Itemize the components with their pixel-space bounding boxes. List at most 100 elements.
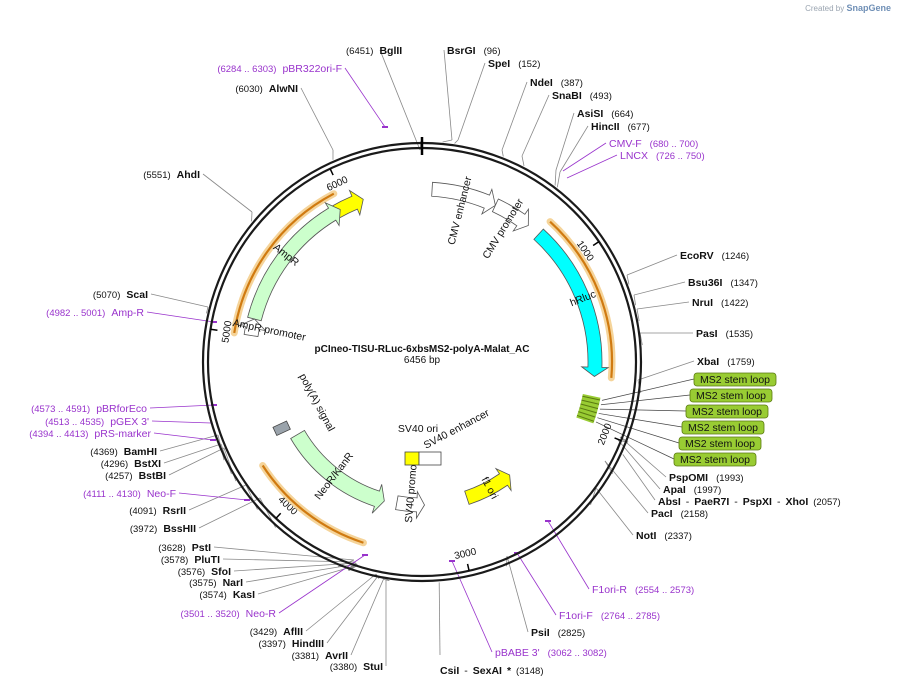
- ms2-glyph: [578, 405, 598, 416]
- enzyme-leader-ext: [604, 460, 649, 514]
- svg-text:MS2 stem loop: MS2 stem loop: [692, 406, 762, 418]
- enzyme-leader-ext: [326, 575, 379, 644]
- tick-label: 5000: [220, 320, 234, 344]
- enzyme-leader-ext: [245, 563, 358, 583]
- enzyme-ndei: NdeI(387): [530, 77, 583, 89]
- enzyme-xbai: XbaI(1759): [697, 356, 755, 368]
- svg-text:MS2 stem loop: MS2 stem loop: [685, 438, 755, 450]
- primer-amp-r: (4982 .. 5001)Amp-R: [46, 307, 144, 319]
- tick-mark: [592, 240, 600, 247]
- sv40-enhancer-box: [418, 451, 442, 466]
- enzyme-leader-ext: [379, 49, 421, 151]
- enzyme-leader-ext: [521, 94, 550, 157]
- ms2-leader: [600, 394, 691, 406]
- ms2-glyph: [577, 409, 597, 420]
- enzyme-leader-ext: [506, 555, 529, 633]
- xho-leader: [622, 454, 656, 501]
- enzyme-leader-ext: [559, 125, 589, 173]
- ms2-leader: [599, 408, 687, 412]
- ms2-leader: [595, 421, 675, 460]
- enzyme-csi-group: CsiI-SexAI*(3148): [440, 665, 544, 677]
- enzyme-leader-ext: [168, 447, 225, 476]
- primer-cmv-f: CMV-F(680 .. 700): [609, 138, 698, 150]
- enzyme-leader: [521, 155, 525, 167]
- enzyme-ecorv: EcoRV(1246): [680, 250, 749, 262]
- enzyme-pluti: (3578)PluTI: [161, 554, 220, 566]
- enzyme-stui: (3380)StuI: [330, 661, 383, 673]
- enzyme-leader-ext: [300, 87, 334, 151]
- enzyme-leader: [554, 169, 557, 186]
- primer-leader: [146, 311, 215, 323]
- svg-text:MS2 stem loop: MS2 stem loop: [696, 390, 766, 402]
- enzyme-leader-ext: [636, 301, 690, 310]
- ms2-stem-loop-label: MS2 stem loop: [673, 452, 757, 467]
- ms2-glyph: [581, 394, 601, 403]
- enzyme-hindiii: (3397)HindIII: [258, 638, 324, 650]
- feature-cmv-promoter: [491, 198, 529, 232]
- primer-neo-f: (4111 .. 4130)Neo-F: [83, 488, 176, 500]
- orange-arc: [233, 192, 335, 334]
- enzyme-leader-ext: [626, 254, 678, 276]
- enzyme-kasi: (3574)KasI: [199, 589, 255, 601]
- enzyme-leader-ext: [350, 577, 385, 656]
- enzyme-leader-ext: [617, 439, 661, 490]
- enzyme-bglii: (6451)BglII: [346, 45, 402, 57]
- ms2-glyph: [579, 401, 599, 411]
- enzyme-leader-ext: [213, 546, 355, 561]
- enzyme-leader: [556, 171, 561, 188]
- snapgene-credit: Created by SnapGene: [805, 3, 891, 13]
- feature-ampr-promoter: [237, 318, 267, 338]
- enzyme-bstbi: (4257)BstBI: [105, 470, 166, 482]
- snapgene-brand: SnapGene: [846, 3, 891, 13]
- enzyme-leader-ext: [188, 484, 247, 511]
- primer-leader: [566, 154, 618, 179]
- ms2-stem-loop-label: MS2 stem loop: [678, 436, 762, 451]
- enzyme-leader: [385, 579, 390, 581]
- svg-text:MS2 stem loop: MS2 stem loop: [688, 422, 758, 434]
- svg-text:MS2 stem loop: MS2 stem loop: [700, 374, 770, 386]
- enzyme-pspomi: PspOMI(1993): [669, 472, 744, 484]
- enzyme-leader: [501, 149, 504, 157]
- enzyme-leader-ext: [619, 436, 667, 478]
- enzyme-xho-group: AbsI-PaeR7I-PspXI-XhoI(2057): [658, 496, 841, 508]
- enzyme-scai: (5070)ScaI: [93, 289, 148, 301]
- enzyme-apai: ApaI(1997): [663, 484, 721, 496]
- primer-f1ori-r: F1ori-R(2554 .. 2573): [592, 584, 694, 596]
- enzyme-leader-ext: [555, 112, 575, 171]
- enzyme-bamhi: (4369)BamHI: [90, 446, 157, 458]
- enzyme-leader-ext: [257, 564, 359, 595]
- primer-leader: [344, 67, 386, 128]
- csi-leader: [438, 582, 441, 656]
- enzyme-noti: NotI(2337): [636, 530, 692, 542]
- enzyme-leader-ext: [150, 293, 209, 308]
- enzyme-leader-ext: [198, 497, 261, 529]
- enzyme-psti: (3628)PstI: [158, 542, 211, 554]
- tick-mark: [329, 168, 334, 176]
- feature-label-sv40-promoter: SV40 promoter: [403, 451, 421, 523]
- enzyme-leader: [626, 274, 630, 285]
- feature-neor-kanr: [290, 429, 385, 514]
- primer-leader: [149, 404, 215, 409]
- ms2-leader: [597, 417, 680, 444]
- primer-pbabe-3-: pBABE 3'(3062 .. 3082): [495, 647, 607, 659]
- enzyme-leader-ext: [222, 558, 356, 563]
- ms2-stem-loop-label: MS2 stem loop: [689, 388, 773, 403]
- feature-cmv-enhancer: [431, 181, 496, 215]
- enzyme-snabi: SnaBI(493): [552, 90, 612, 102]
- enzyme-leader-ext: [637, 360, 695, 381]
- enzyme-leader: [442, 139, 453, 143]
- enzyme-leader: [206, 306, 209, 314]
- enzyme-leader-ext: [595, 487, 634, 536]
- primer-leader: [451, 560, 493, 653]
- enzyme-spei: SpeI(152): [488, 58, 540, 70]
- orange-arc: [261, 464, 364, 544]
- tick-label: 2000: [596, 422, 615, 447]
- enzyme-bsu36i: Bsu36I(1347): [688, 277, 758, 289]
- enzyme-bsshii: (3972)BssHII: [130, 523, 196, 535]
- ms2-glyph: [580, 397, 600, 407]
- primer-leader: [547, 520, 590, 590]
- primer-f1ori-f: F1ori-F(2764 .. 2785): [559, 610, 660, 622]
- enzyme-leader-ext: [501, 81, 528, 151]
- enzyme-avrii: (3381)AvrII: [292, 650, 349, 662]
